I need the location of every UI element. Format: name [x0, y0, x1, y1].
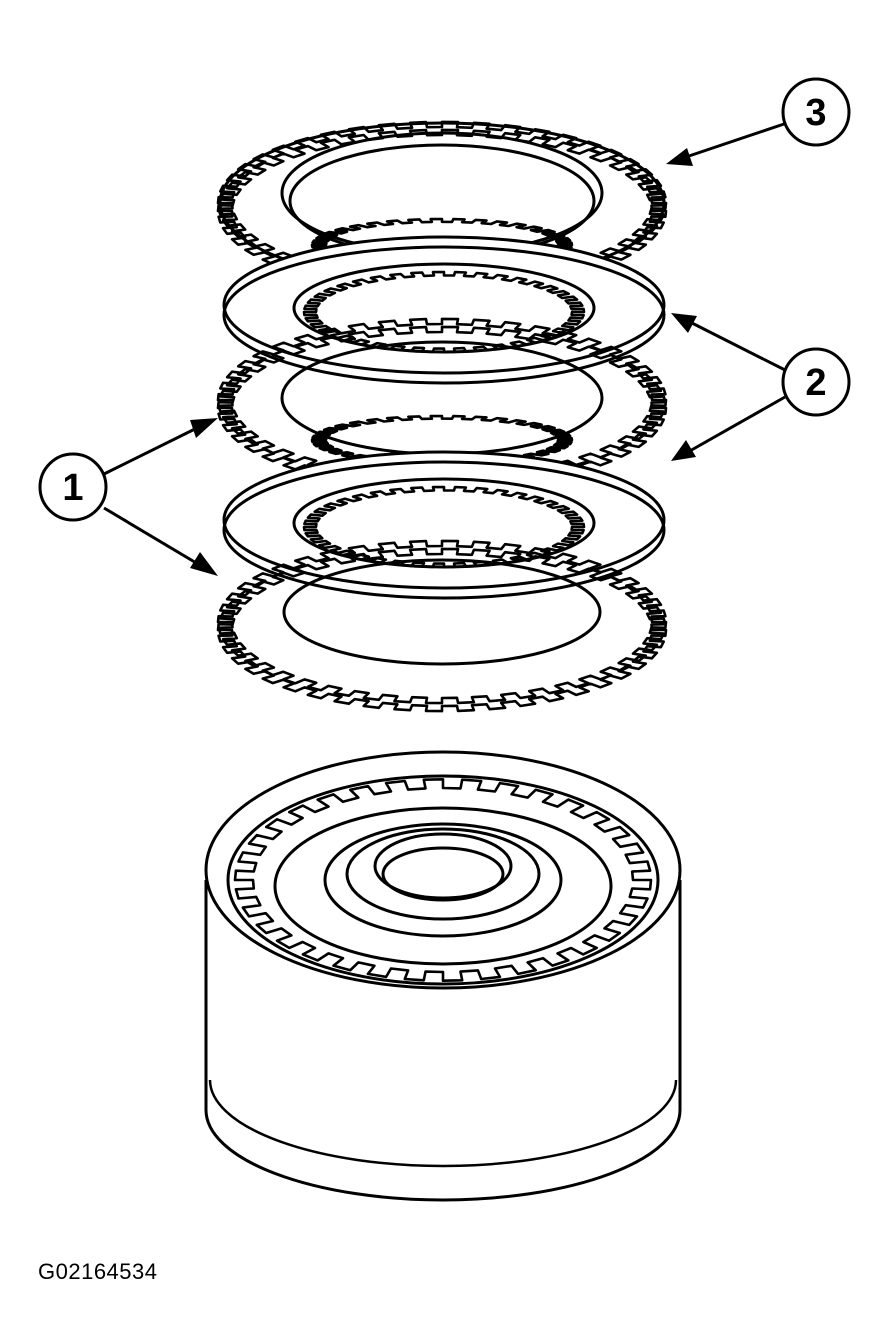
friction-plate-1b-outer-teeth: [216, 547, 668, 713]
callout-2-label: 2: [805, 362, 826, 404]
steel-plate-2a-inner-teeth: [302, 270, 586, 354]
drum-rim: [204, 750, 682, 990]
callout-1-label: 1: [62, 467, 83, 509]
steel-plate-2b-edge: [222, 460, 666, 600]
drum-hub-step: [345, 827, 541, 921]
callout-2: 2: [671, 313, 851, 461]
drum-side-band: [208, 1079, 678, 1168]
drum-floor: [273, 806, 613, 966]
drum-hub-bore-inner: [381, 846, 505, 902]
drum-hub-bore: [373, 832, 513, 900]
figure-id: G02164534: [38, 1259, 158, 1284]
steel-plate-2b-inner-teeth: [302, 485, 586, 569]
drum-internal-splines: [233, 778, 653, 982]
callout-1: 1: [38, 418, 218, 576]
drum-side: [204, 880, 682, 1202]
callout-3-label: 3: [805, 92, 826, 134]
drum-rim-inner: [226, 774, 660, 986]
friction-plate-1b-inner-ring: [282, 558, 602, 666]
steel-plate-2a-edge: [222, 245, 666, 385]
callout-3: 3: [666, 77, 851, 166]
drum-hub-outer: [323, 822, 563, 938]
exploded-view-drawing: [204, 120, 682, 1202]
